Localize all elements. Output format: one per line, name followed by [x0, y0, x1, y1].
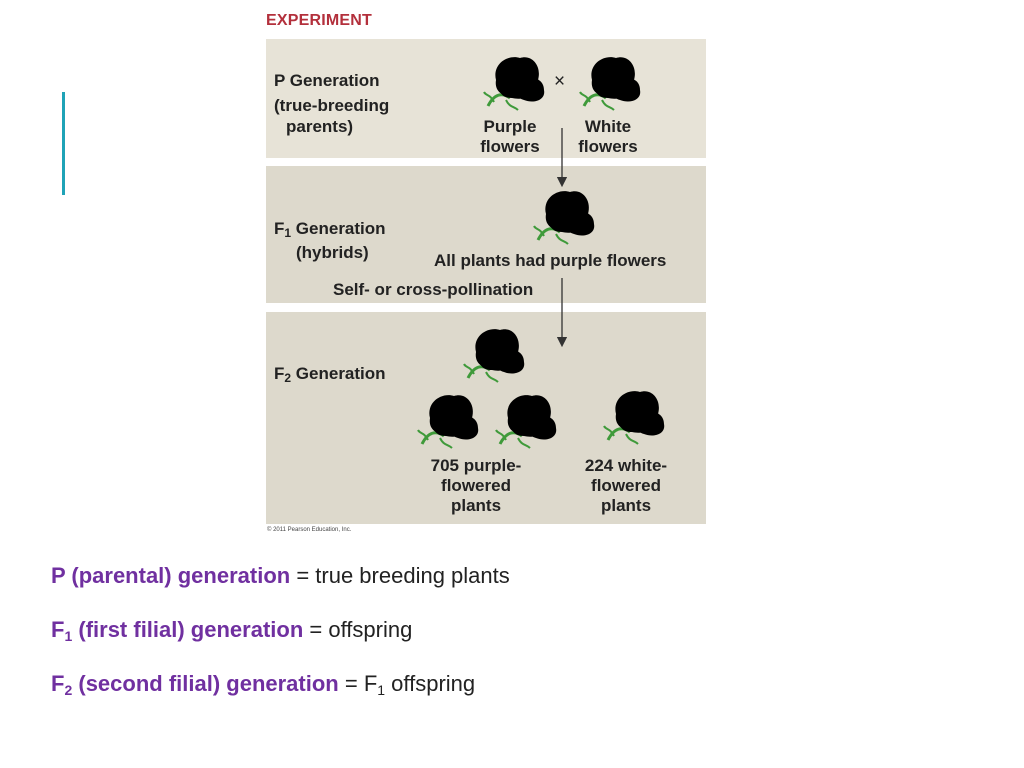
f2-purple-line2: flowered [441, 476, 511, 495]
f1-purple-flower [532, 189, 596, 246]
copyright-text: © 2011 Pearson Education, Inc. [267, 527, 352, 533]
cross-symbol: × [554, 71, 566, 92]
experiment-figure: EXPERIMENT P Generation (true-breeding p… [266, 10, 706, 540]
purple-flowers-label: Purple flowers [472, 117, 548, 157]
f2-purple-count-label: 705 purple- flowered plants [417, 456, 535, 516]
equals-sign: = [303, 617, 329, 642]
equals-sign: = [338, 671, 364, 696]
equals-sign: = [290, 563, 316, 588]
purple-label-line2: flowers [480, 137, 540, 156]
p-label-line2: (true-breeding [274, 96, 390, 115]
p-label-line3: parents) [286, 117, 354, 136]
definition-term: F2 (second filial) generation [51, 671, 339, 698]
p-label-line1: P Generation [274, 71, 380, 90]
p-purple-flower [482, 55, 546, 112]
f2-purple-line1: 705 purple- [430, 456, 522, 475]
definition-term: F1 (first filial) generation [51, 617, 304, 644]
definition-meaning-rest: offspring [385, 671, 476, 696]
definition-meaning: offspring [328, 617, 413, 642]
f2-generation-label: F2 Generation [274, 363, 386, 384]
meaning-subscript: 1 [377, 682, 386, 698]
f2-purple-flower-top [462, 327, 526, 384]
p-white-flower [578, 55, 642, 112]
definition-meaning: true breeding plants [315, 563, 510, 588]
f2-label-suffix: Generation [291, 364, 386, 383]
term-subscript: 2 [64, 682, 73, 698]
white-label-line2: flowers [578, 137, 638, 156]
f2-label-sub: 2 [284, 371, 292, 385]
f2-purple-flower-left [416, 393, 480, 450]
term-text: F [51, 671, 65, 696]
f2-white-line1: 224 white- [584, 456, 668, 475]
definition-term: P (parental) generation [51, 563, 290, 588]
f2-white-line3: plants [600, 496, 652, 515]
f1-label-prefix: F [274, 219, 285, 238]
f1-label-suffix: Generation [291, 219, 386, 238]
f2-white-count-label: 224 white- flowered plants [567, 456, 685, 516]
pollination-text: Self- or cross-pollination [333, 280, 534, 299]
f2-purple-line3: plants [450, 496, 502, 515]
definition-meaning: F [363, 671, 378, 696]
f2-purple-flower-right [494, 393, 558, 450]
definition-p-generation: P (parental) generation = true breeding … [51, 563, 510, 589]
f1-generation-label: F1 Generation (hybrids) [274, 218, 386, 263]
purple-label-line1: Purple [483, 117, 537, 136]
definition-f2-generation: F2 (second filial) generation = F1 offsp… [51, 671, 475, 697]
term-text-rest: (first filial) generation [72, 617, 304, 642]
definition-f1-generation: F1 (first filial) generation = offspring [51, 617, 412, 643]
f2-white-line2: flowered [591, 476, 661, 495]
term-text: P (parental) generation [51, 563, 291, 588]
f1-label-sub: 1 [284, 226, 292, 240]
white-label-line1: White [584, 117, 632, 136]
figure-title: EXPERIMENT [266, 12, 373, 29]
term-text-rest: (second filial) generation [72, 671, 339, 696]
accent-bar [62, 92, 65, 195]
f2-label-prefix: F [274, 364, 285, 383]
term-subscript: 1 [64, 628, 73, 644]
term-text: F [51, 617, 65, 642]
f1-label-line2: (hybrids) [296, 243, 369, 262]
f1-generation-panel [266, 166, 706, 303]
f1-result-text: All plants had purple flowers [434, 251, 667, 270]
f2-white-flower [602, 389, 666, 446]
p-generation-label: P Generation (true-breeding parents) [274, 70, 389, 137]
flowers-and-arrows [416, 55, 666, 450]
white-flowers-label: White flowers [570, 117, 646, 157]
